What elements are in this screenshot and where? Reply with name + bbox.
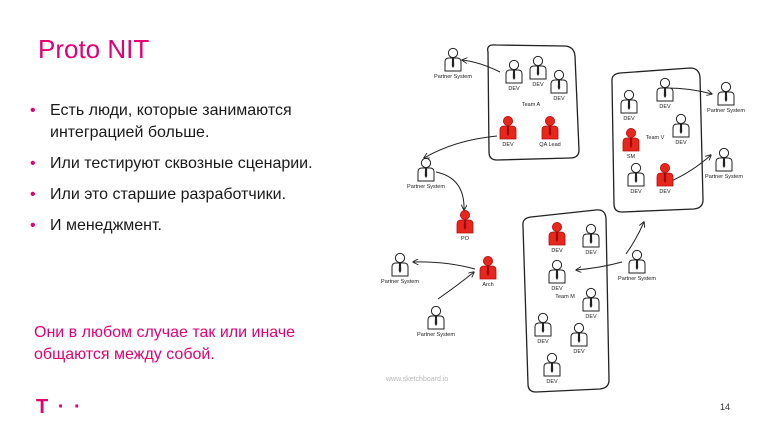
person-icon: DEV xyxy=(534,312,552,345)
watermark: www.sketchboard.io xyxy=(385,376,448,383)
person-label: DEV xyxy=(585,314,597,320)
partner-system-icon: Partner System xyxy=(417,305,455,338)
partner-system-icon: Partner System xyxy=(381,252,419,285)
person-icon: DEV xyxy=(543,352,561,385)
person-label: DEV xyxy=(573,349,585,355)
bullet-item: • Есть люди, которые занимаются интеграци… xyxy=(30,100,330,144)
person-label: Partner System xyxy=(417,332,455,338)
team-label: Team V xyxy=(646,135,665,141)
person-label: DEV xyxy=(659,189,671,195)
person-label: DEV xyxy=(553,96,565,102)
telekom-logo: T · · xyxy=(36,396,83,418)
person-icon: DEV xyxy=(672,113,690,146)
person-icon: DEV xyxy=(550,69,568,102)
person-icon: DEV xyxy=(582,287,600,320)
partner-system-icon: Partner System xyxy=(707,81,745,114)
bullet-text: Или это старшие разработчики. xyxy=(50,186,287,203)
person-label: SM xyxy=(627,154,636,160)
person-label: DEV xyxy=(623,116,635,122)
team-label: Team M xyxy=(555,294,575,300)
team-label: Team A xyxy=(522,102,541,108)
partner-system-icon: Partner System xyxy=(434,47,472,80)
person-label: DEV xyxy=(551,248,563,254)
person-icon-red: SM xyxy=(622,127,640,160)
bullet-dot: • xyxy=(30,102,36,119)
person-label: Arch xyxy=(482,282,493,288)
person-label: DEV xyxy=(508,86,520,92)
person-icon: DEV xyxy=(582,223,600,256)
bullet-text: Есть люди, которые занимаются интеграцие… xyxy=(50,102,292,141)
bullet-dot: • xyxy=(30,217,36,234)
bullet-item: • Или это старшие разработчики. xyxy=(30,184,330,206)
person-label: Partner System xyxy=(618,276,656,282)
partner-system-icon: Partner System xyxy=(618,249,656,282)
person-icon: DEV xyxy=(570,322,588,355)
bullet-item: • И менеджмент. xyxy=(30,215,330,237)
person-icon-red: PO xyxy=(456,209,474,242)
person-label: DEV xyxy=(585,250,597,256)
person-label: PO xyxy=(461,236,470,242)
bullet-text: И менеджмент. xyxy=(50,217,162,234)
bullet-list: • Есть люди, которые занимаются интеграци… xyxy=(30,100,330,246)
summary-note: Они в любом случае так или иначе общаютс… xyxy=(34,324,296,363)
person-icon: DEV xyxy=(656,77,674,110)
bullet-item: • Или тестируют сквозные сценарии. xyxy=(30,153,330,175)
slide-title: Proto NIT xyxy=(38,34,150,64)
person-label: Partner System xyxy=(407,184,445,190)
partner-system-icon: Partner System xyxy=(705,147,743,180)
person-label: DEV xyxy=(675,140,687,146)
person-icon: DEV xyxy=(620,89,638,122)
partner-system-icon: Partner System xyxy=(407,157,445,190)
bullet-dot: • xyxy=(30,155,36,172)
person-label: DEV xyxy=(502,142,514,148)
person-label: DEV xyxy=(537,339,549,345)
person-icon-red: QA Lead xyxy=(539,115,561,148)
person-label: QA Lead xyxy=(539,142,560,148)
person-icon-red: DEV xyxy=(656,162,674,195)
person-icon: DEV xyxy=(529,55,547,88)
person-icon-red: Arch xyxy=(479,255,497,288)
person-icon: DEV xyxy=(548,259,566,292)
person-icon-red: DEV xyxy=(499,115,517,148)
person-label: Partner System xyxy=(381,279,419,285)
person-icon: DEV xyxy=(627,162,645,195)
person-label: DEV xyxy=(630,189,642,195)
person-label: Partner System xyxy=(705,174,743,180)
person-label: DEV xyxy=(546,379,558,385)
bullet-dot: • xyxy=(30,186,36,203)
page-number: 14 xyxy=(720,402,731,412)
bullet-text: Или тестируют сквозные сценарии. xyxy=(50,155,313,172)
person-label: Partner System xyxy=(434,74,472,80)
person-label: DEV xyxy=(551,286,563,292)
person-label: DEV xyxy=(659,104,671,110)
person-icon: DEV xyxy=(505,59,523,92)
person-icon-red: DEV xyxy=(548,221,566,254)
person-label: DEV xyxy=(532,82,544,88)
person-label: Partner System xyxy=(707,108,745,114)
